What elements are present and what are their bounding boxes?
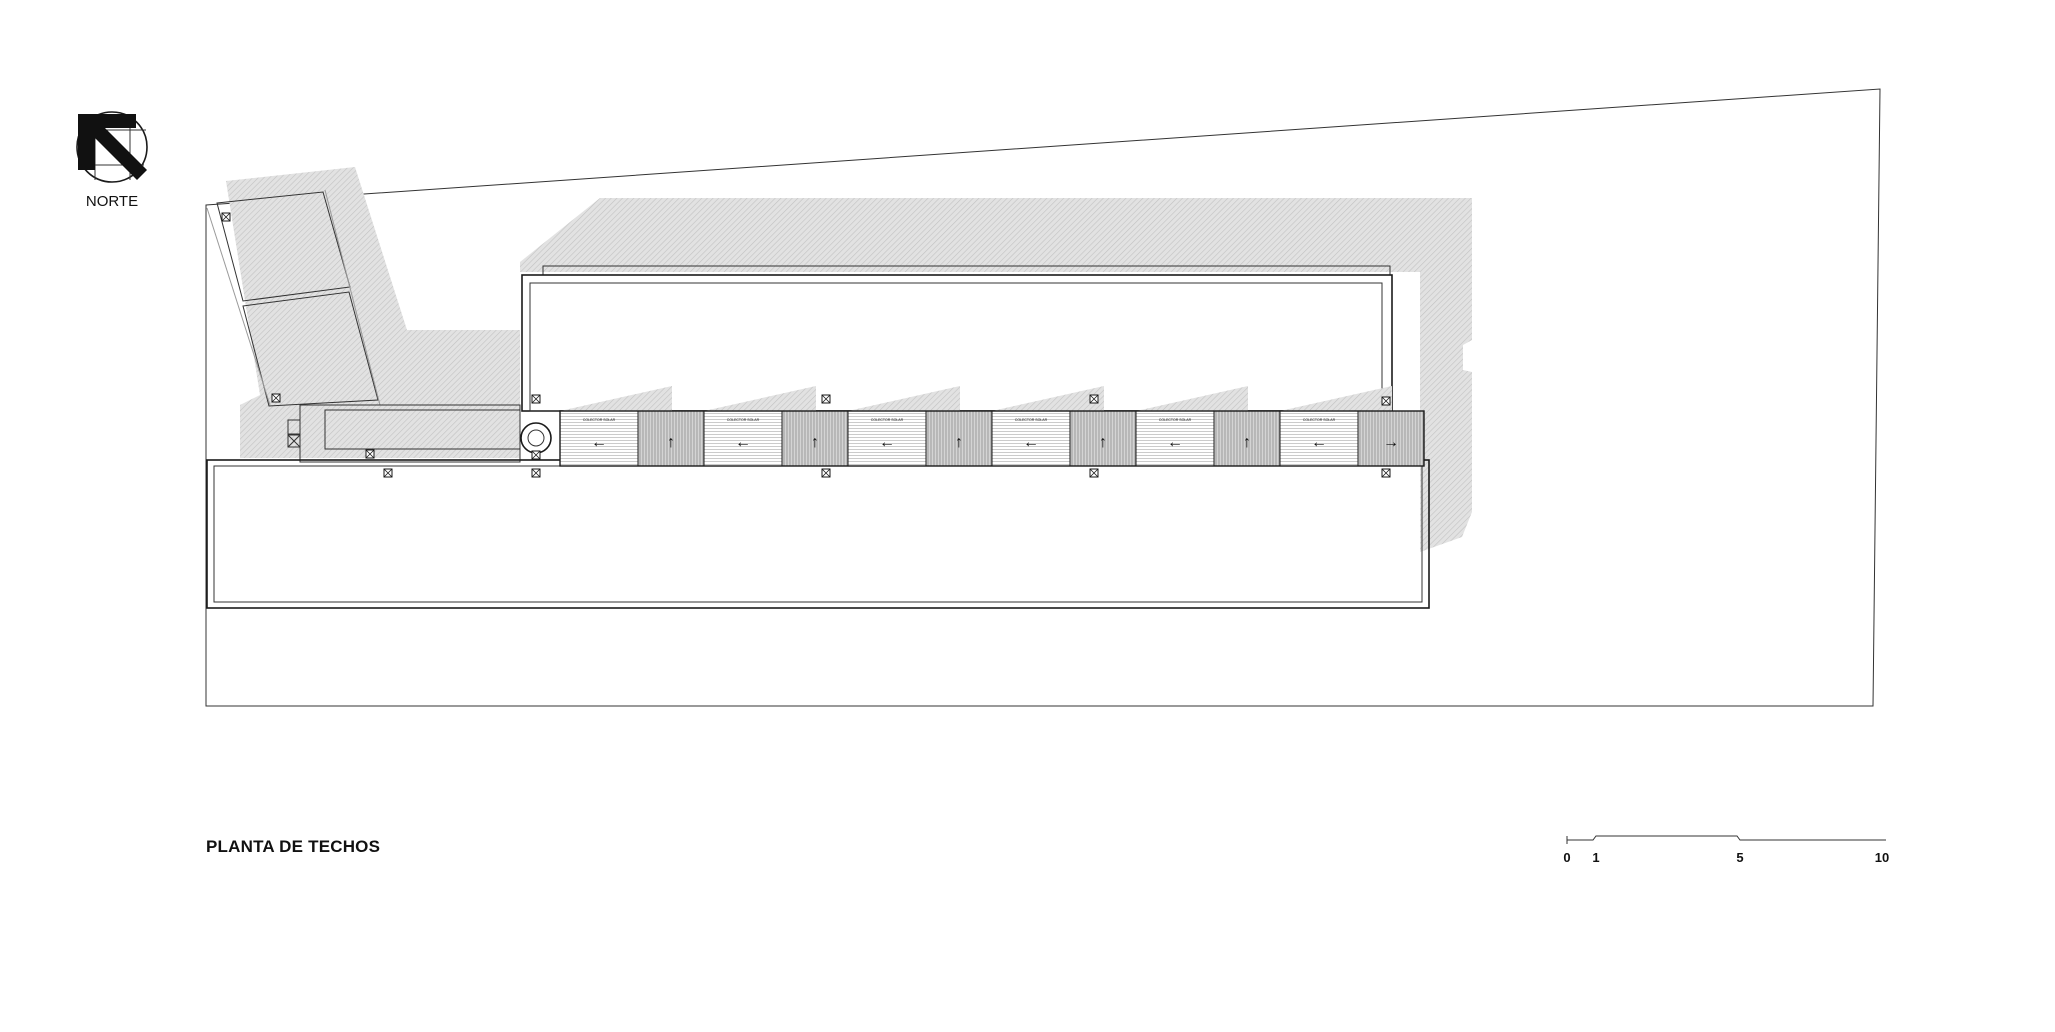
collector-label: COLECTOR SOLAR [1159,418,1192,422]
drain-icon [531,450,541,460]
roof-gap [925,410,993,467]
collector-label: COLECTOR SOLAR [1303,418,1336,422]
plan-title: PLANTA DE TECHOS [206,837,380,856]
panel-slope [704,386,816,411]
panel-slope [1280,386,1392,411]
drain-icon [221,212,231,222]
drain-icon [271,393,281,403]
slope-arrow-icon: ↑ [811,434,819,451]
slope-arrow-icon: → [1383,434,1399,451]
neighbor-shaded-area [226,167,1472,552]
slope-arrow-icon: ← [735,434,751,451]
panel-slope [992,386,1104,411]
slope-arrow-icon: ↑ [1099,434,1107,451]
scale-tick-1: 1 [1592,850,1599,865]
collector-label: COLECTOR SOLAR [583,418,616,422]
drain-icon [531,394,541,404]
drain-icon [1089,468,1099,478]
slope-arrow-icon: ← [879,434,895,451]
solar-collector [1135,410,1215,467]
corridor [287,404,521,463]
scale-bar-ticks: 0 1 5 10 [1563,850,1889,865]
north-label: NORTE [86,193,138,210]
roof-drains [221,212,1391,478]
scale-tick-0: 0 [1563,850,1570,865]
slope-arrow-icon: ↑ [667,434,675,451]
lower-roof-block [206,459,1430,609]
collector-label: COLECTOR SOLAR [871,418,904,422]
scale-tick-10: 10 [1875,850,1889,865]
drain-icon [1381,468,1391,478]
drain-icon [1089,394,1099,404]
drain-icon [383,468,393,478]
scale-bar [1566,835,1886,844]
solar-collector [1279,410,1359,467]
roof-gap [1213,410,1281,467]
panel-slope [1136,386,1248,411]
circular-tank-icon [520,422,552,454]
panel-slope [560,386,672,411]
drain-icon [821,394,831,404]
drain-icon [365,449,375,459]
north-arrow-icon [76,111,148,183]
drain-icon [821,468,831,478]
collector-label: COLECTOR SOLAR [727,418,760,422]
angled-rooms [206,189,381,407]
drain-icon [531,468,541,478]
site-boundary [205,88,1881,707]
slope-arrow-icon: ↑ [955,434,963,451]
solar-collector-row: COLECTOR SOLAR ← ↑ COLECTOR SOLAR ← ↑ COLECTOR… [559,386,1425,467]
slope-arrow-icon: ← [1167,434,1183,451]
slope-arrow-icon: ← [1311,434,1327,451]
collector-label: COLECTOR SOLAR [1015,418,1048,422]
scale-tick-5: 5 [1736,850,1743,865]
panel-slope [848,386,960,411]
slope-arrow-icon: ↑ [1243,434,1251,451]
collector-row-outline [559,410,1425,467]
drain-icon [1381,396,1391,406]
slope-arrow-icon: ← [1023,434,1039,451]
slope-arrow-icon: ← [591,434,607,451]
